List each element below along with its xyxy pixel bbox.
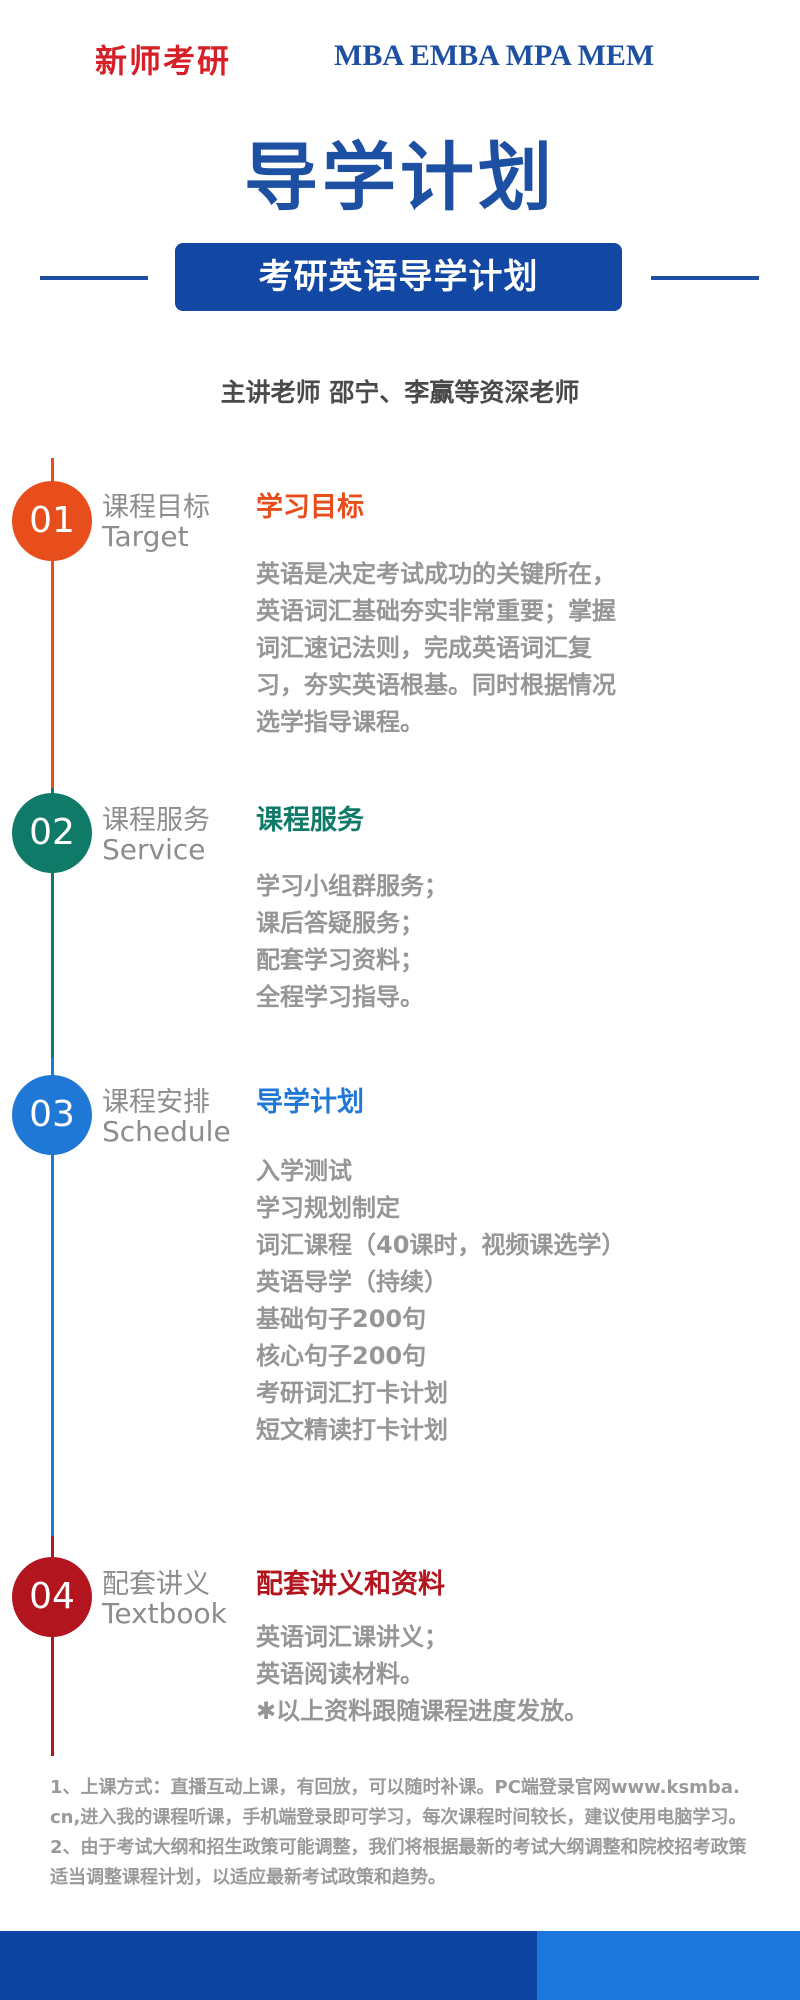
section-line: 词汇速记法则，完成英语词汇复 — [256, 634, 592, 662]
section-label-cn: 课程目标 — [102, 492, 210, 523]
section-title: 导学计划 — [256, 1087, 364, 1118]
section-line: 基础句子200句 — [256, 1305, 427, 1333]
section-number-02: 02 — [12, 793, 92, 873]
section-number-04: 04 — [12, 1557, 92, 1637]
footer-bar-left — [0, 1931, 537, 2000]
footer-bar-right — [537, 1931, 800, 2000]
program-list: MBA EMBA MPA MEM — [334, 39, 655, 72]
section-title: 配套讲义和资料 — [256, 1569, 445, 1600]
section-label-en: Target — [102, 520, 189, 553]
timeline-line-schedule — [51, 1058, 54, 1536]
section-title: 学习目标 — [256, 492, 364, 523]
timeline-line-service — [51, 788, 54, 1058]
notes: 1、上课方式：直播互动上课，有回放，可以随时补课。PC端登录官网www.ksmb… — [50, 1773, 750, 1893]
page-title: 导学计划 — [244, 135, 556, 221]
section-line: 词汇课程（40课时，视频课选学） — [256, 1231, 626, 1259]
timeline-line-textbook — [51, 1536, 54, 1756]
section-line: 习，夯实英语根基。同时根据情况 — [256, 671, 616, 699]
section-body: 英语词汇课讲义； 英语阅读材料。 ✱以上资料跟随课程进度发放。 — [256, 1619, 676, 1730]
section-label-cn: 课程安排 — [102, 1087, 210, 1118]
section-body: 英语是决定考试成功的关键所在， 英语词汇基础夯实非常重要；掌握 词汇速记法则，完… — [256, 556, 676, 741]
section-label-cn: 课程服务 — [102, 805, 210, 836]
section-body: 入学测试 学习规划制定 词汇课程（40课时，视频课选学） 英语导学（持续） 基础… — [256, 1153, 676, 1449]
section-line: 入学测试 — [256, 1157, 352, 1185]
section-number-03: 03 — [12, 1075, 92, 1155]
note-item: 2、由于考试大纲和招生政策可能调整，我们将根据最新的考试大纲调整和院校招考政策适… — [50, 1837, 747, 1888]
section-line: 配套学习资料； — [256, 946, 424, 974]
section-label-en: Service — [102, 833, 206, 866]
section-line: 英语词汇基础夯实非常重要；掌握 — [256, 597, 616, 625]
section-line: 英语词汇课讲义； — [256, 1623, 448, 1651]
section-body: 学习小组群服务； 课后答疑服务； 配套学习资料； 全程学习指导。 — [256, 868, 676, 1016]
section-line: 课后答疑服务； — [256, 909, 424, 937]
section-label-en: Textbook — [102, 1597, 227, 1630]
teachers-line: 主讲老师 邵宁、李赢等资深老师 — [220, 378, 580, 407]
banner-title: 考研英语导学计划 — [175, 243, 622, 311]
section-line: 英语阅读材料。 — [256, 1660, 424, 1688]
section-title: 课程服务 — [256, 805, 364, 836]
note-item: 1、上课方式：直播互动上课，有回放，可以随时补课。PC端登录官网www.ksmb… — [50, 1777, 747, 1828]
section-line: 学习小组群服务； — [256, 872, 448, 900]
section-label-en: Schedule — [102, 1115, 231, 1148]
section-line: 核心句子200句 — [256, 1342, 427, 1370]
brand-name: 新师考研 — [95, 42, 232, 80]
section-line: 短文精读打卡计划 — [256, 1416, 448, 1444]
section-line: 考研词汇打卡计划 — [256, 1379, 448, 1407]
banner-rule-right — [651, 276, 759, 280]
section-label-cn: 配套讲义 — [102, 1569, 210, 1600]
section-line: 选学指导课程。 — [256, 708, 424, 736]
timeline-line-target — [51, 458, 54, 788]
section-line: 全程学习指导。 — [256, 983, 424, 1011]
section-line: ✱以上资料跟随课程进度发放。 — [256, 1697, 589, 1725]
section-line: 英语导学（持续） — [256, 1268, 448, 1296]
section-line: 英语是决定考试成功的关键所在， — [256, 560, 616, 588]
banner-rule-left — [40, 276, 148, 280]
section-line: 学习规划制定 — [256, 1194, 400, 1222]
section-number-01: 01 — [12, 481, 92, 561]
